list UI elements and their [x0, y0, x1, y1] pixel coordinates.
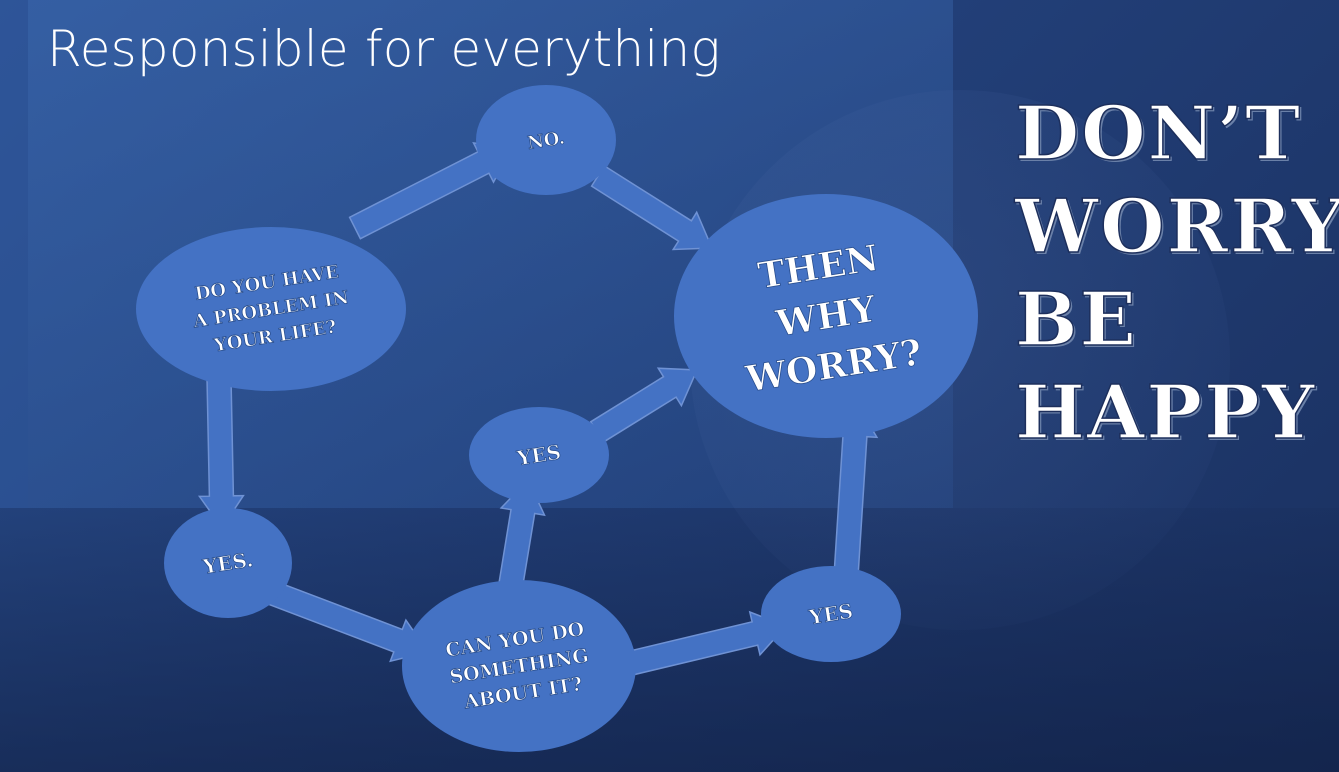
arrow-no-to-then [590, 164, 714, 251]
slogan-line-3: BE [1014, 276, 1138, 364]
node-problem: DO YOU HAVEA PROBLEM INYOUR LIFE? [136, 227, 406, 391]
node-shape [469, 407, 609, 503]
arrow-yes-to-can [264, 579, 430, 663]
node-shape [402, 580, 636, 752]
node-yes-middle: YES [469, 407, 609, 503]
node-shape [761, 566, 901, 662]
arrow-yesmid-to-then [589, 367, 699, 444]
flowchart-arrows [197, 141, 879, 677]
node-shape [136, 227, 406, 391]
slogan: DON’T WORRY BE HAPPY [1014, 88, 1339, 460]
slogan-line-2: WORRY [1014, 183, 1339, 271]
arrow-can-to-yesright [623, 610, 788, 677]
node-shape [164, 508, 292, 618]
flowchart-nodes: DO YOU HAVEA PROBLEM INYOUR LIFE? NO. THEN… [136, 85, 978, 752]
slide-title: Responsible for everything [47, 20, 721, 78]
arrow-problem-to-yes [197, 377, 245, 530]
node-then-why: THENWHYWORRY? [674, 194, 978, 438]
background-edge [0, 0, 28, 508]
node-no: NO. [476, 85, 616, 195]
node-shape [674, 194, 978, 438]
slogan-line-4: HAPPY [1014, 369, 1317, 457]
node-can-you: CAN YOU DOSOMETHINGABOUT IT? [402, 580, 636, 752]
node-yes-right: YES [761, 566, 901, 662]
node-yes-left: YES. [164, 508, 292, 618]
slogan-line-1: DON’T [1014, 90, 1303, 178]
node-shape [476, 85, 616, 195]
